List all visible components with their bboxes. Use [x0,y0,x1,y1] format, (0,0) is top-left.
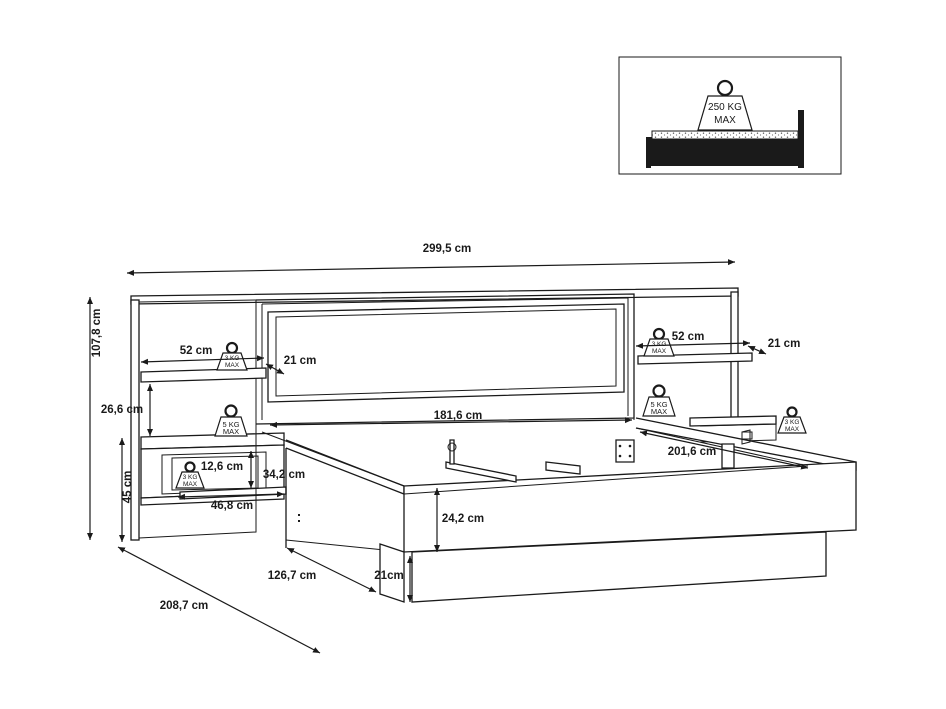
label-right-shelf-depth: 21 cm [768,338,801,350]
svg-text:MAX: MAX [225,362,240,369]
svg-text:3 KG: 3 KG [652,341,667,348]
slat-bracket-left [449,439,455,465]
dim-total-width [126,259,736,276]
slat-bar-1 [445,461,517,483]
left-back-wall [138,299,257,539]
svg-text:5 KG: 5 KG [222,420,239,429]
weight-250kg-value: 250 KG [708,102,742,113]
weight-icon-right-shelf: 3 KG MAX [643,327,675,357]
label-total-depth: 208,7 cm [160,600,209,612]
weight-icon-right-drawer: 3 KG MAX [777,406,807,434]
dim-right-shelf-depth [747,345,767,355]
right-rail-top [635,417,857,471]
weight-icon-left-drawer: 3 KG MAX [175,461,205,489]
dimension-labels: 299,5 cm 107,8 cm 208,7 cm 52 cm 21 cm 5… [91,243,800,612]
svg-text:5 KG: 5 KG [650,400,667,409]
bed-headboard-post [798,110,804,168]
svg-text:MAX: MAX [651,407,667,416]
dim-left-shelf-width [140,355,265,365]
label-cabinet-height: 45 cm [122,471,134,504]
weight-icon-right-cabinet: 5 KG MAX [642,384,676,417]
dimension-lines [87,259,809,654]
label-frame-height: 24,2 cm [442,513,484,525]
label-cabinet-width: 46,8 cm [211,500,253,512]
furniture-drawing [130,287,857,603]
svg-text:MAX: MAX [183,481,198,488]
label-left-shelf-width: 52 cm [180,345,213,357]
bed-side-icon [646,110,804,168]
dim-mattress-width [269,417,633,428]
label-left-shelf-depth: 21 cm [284,355,317,367]
weight-icon-left-shelf: 3 KG MAX [216,341,248,371]
footboard [403,461,857,553]
plinth-left [379,543,405,603]
svg-text:MAX: MAX [223,427,239,436]
bed-foot-post [646,137,651,168]
headboard-panel-inner [275,308,617,397]
hinge-plate [615,439,635,463]
dim-total-depth [117,546,321,654]
dim-cabinet-width [177,491,285,500]
weight-250kg-icon: 250 KG MAX [697,79,753,131]
svg-text:MAX: MAX [652,348,667,355]
weight-icon-left-cabinet: 5 KG MAX [214,404,248,437]
label-frame-width: 126,7 cm [268,570,317,582]
label-mattress-width: 181,6 cm [434,410,483,422]
label-mattress-length: 201,6 cm [668,446,717,458]
label-right-shelf-width: 52 cm [672,331,705,343]
inset-frame [618,56,842,175]
svg-text:3 KG: 3 KG [785,419,800,426]
weight-ring [716,79,734,97]
slat-bracket-right [721,443,735,469]
dim-right-shelf-width [635,340,751,349]
weight-body [697,95,753,131]
label-drawer-inner-height: 12,6 cm [201,461,243,473]
dim-frame-width [286,547,377,593]
dim-mattress-length [639,430,809,470]
label-base-height: 21cm [374,570,403,582]
svg-text:MAX: MAX [785,426,800,433]
load-capacity-inset: 250 KG MAX [618,56,842,175]
label-total-height: 107,8 cm [91,309,103,358]
svg-text:3 KG: 3 KG [183,474,198,481]
label-shelf-gap: 26,6 cm [101,404,143,416]
weight-250kg-unit: MAX [714,115,736,126]
bed-base-block [650,137,798,166]
label-drawer-height: 34,2 cm [263,469,305,481]
slat-bar-2 [545,461,581,475]
label-total-width: 299,5 cm [423,243,472,255]
left-side-panel [130,299,140,541]
dim-left-shelf-depth [265,363,285,375]
mattress-icon [651,130,799,140]
